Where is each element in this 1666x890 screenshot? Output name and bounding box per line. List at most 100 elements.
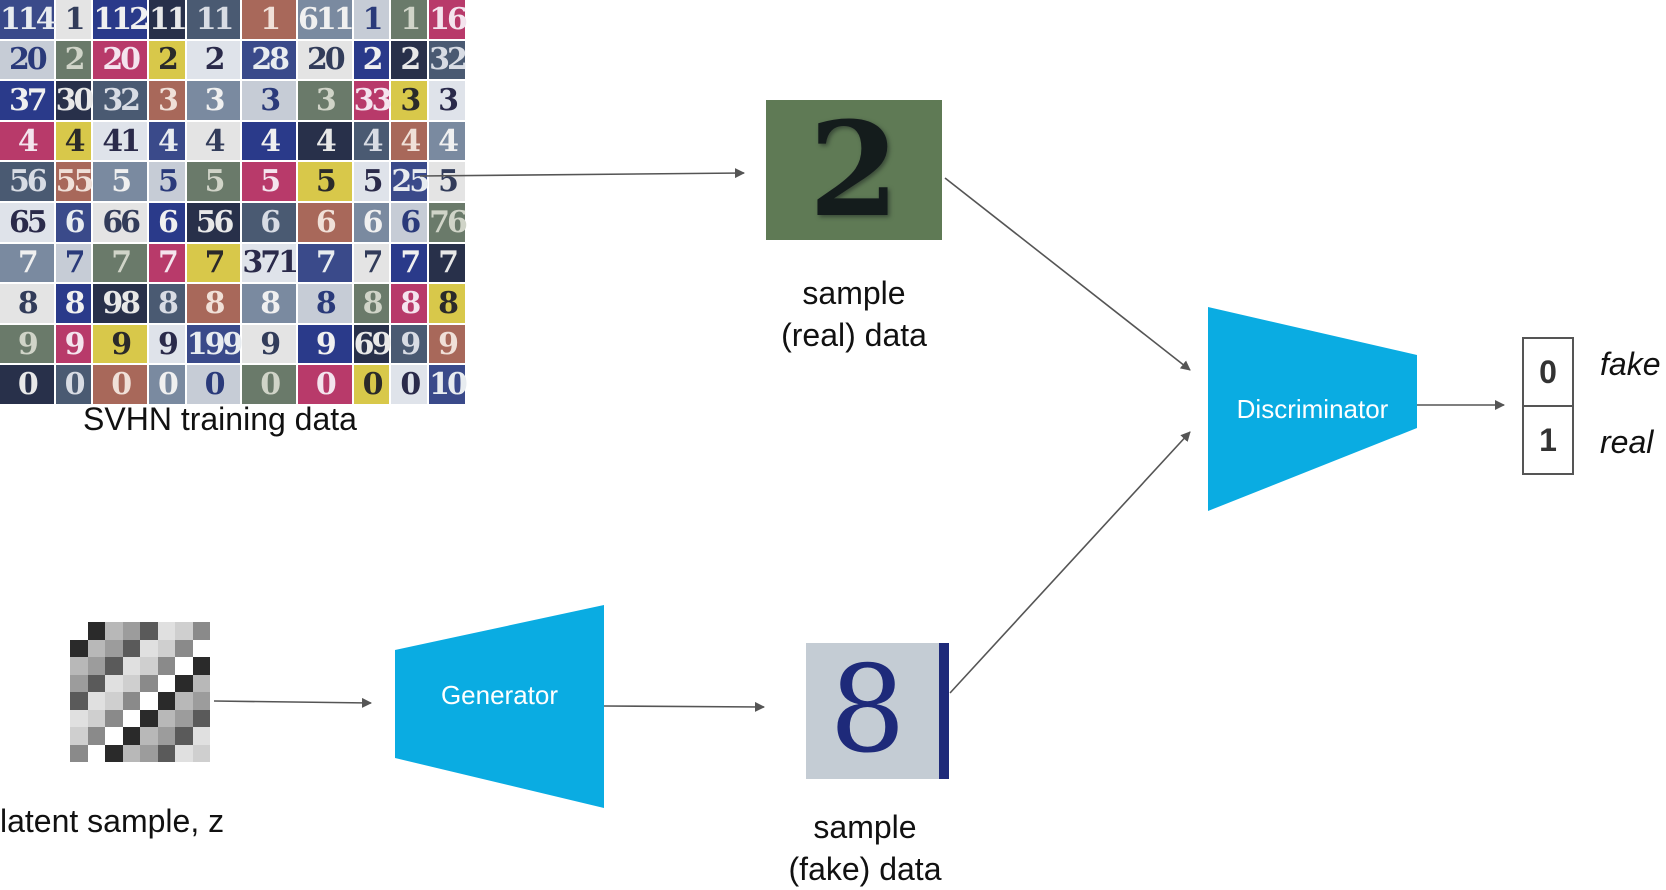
svhn-tile: 7 xyxy=(149,243,185,283)
svhn-tile: 2 xyxy=(186,40,241,80)
latent-pixel xyxy=(87,622,105,640)
latent-pixel xyxy=(192,657,210,675)
svhn-tile: 9 xyxy=(93,324,147,364)
svhn-tile: 37 xyxy=(0,81,54,120)
latent-pixel xyxy=(140,709,158,727)
svhn-tile: 9 xyxy=(55,324,92,364)
latent-pixel xyxy=(175,727,193,745)
latent-pixel xyxy=(157,709,175,727)
latent-pixel xyxy=(192,727,210,745)
discriminator-block xyxy=(1208,307,1417,511)
latent-pixel xyxy=(175,709,193,727)
latent-pixel xyxy=(140,692,158,710)
svhn-tile: 9 xyxy=(429,324,465,364)
latent-pixel xyxy=(70,709,88,727)
svhn-tile: 8 xyxy=(298,284,352,323)
svhn-tile: 7 xyxy=(391,243,428,283)
generator-block xyxy=(395,605,604,808)
svhn-tile: 20 xyxy=(298,40,352,80)
svhn-tile: 6 xyxy=(55,202,92,242)
latent-pixel xyxy=(192,709,210,727)
fake-sample-image: 8 xyxy=(806,643,949,779)
svhn-tile: 6 xyxy=(149,202,185,242)
svhn-tile: 28 xyxy=(242,40,296,80)
latent-pixel xyxy=(70,744,88,762)
svhn-tile: 114 xyxy=(0,0,57,39)
output-box-fake: 0 xyxy=(1522,337,1574,407)
latent-pixel xyxy=(70,622,88,640)
svhn-tile: 0 xyxy=(0,365,54,404)
latent-pixel xyxy=(157,657,175,675)
svhn-tile: 4 xyxy=(391,121,428,161)
svhn-tile: 3 xyxy=(242,81,296,120)
real-sample-image: 2 xyxy=(766,100,942,240)
latent-pixel xyxy=(70,692,88,710)
generator-label: Generator xyxy=(440,680,559,710)
fake-sample-label-line2: (fake) data xyxy=(788,851,942,887)
svhn-tile: 0 xyxy=(242,365,296,404)
svhn-tile: 6 xyxy=(298,202,352,242)
latent-pixel xyxy=(105,622,123,640)
svhn-tile: 0 xyxy=(149,365,185,404)
latent-pixel xyxy=(70,674,88,692)
svhn-tile: 56 xyxy=(186,202,241,242)
output-label-fake: fake xyxy=(1600,346,1661,382)
latent-pixel xyxy=(157,639,175,657)
svhn-tile: 9 xyxy=(242,324,296,364)
latent-pixel xyxy=(122,709,140,727)
latent-pixel xyxy=(175,639,193,657)
svhn-tile: 7 xyxy=(353,243,390,283)
svhn-tile: 9 xyxy=(0,324,54,364)
svhn-tile: 0 xyxy=(186,365,241,404)
svhn-tile: 371 xyxy=(242,243,299,283)
svhn-tile: 32 xyxy=(93,81,147,120)
svhn-tile: 9 xyxy=(149,324,185,364)
svhn-tile: 4 xyxy=(149,121,185,161)
latent-pixel xyxy=(105,674,123,692)
latent-pixel xyxy=(87,709,105,727)
svhn-tile: 4 xyxy=(429,121,465,161)
latent-pixel xyxy=(192,622,210,640)
svhn-tile: 20 xyxy=(93,40,147,80)
svhn-tile: 2 xyxy=(353,40,390,80)
latent-pixel xyxy=(70,727,88,745)
svhn-tile: 8 xyxy=(55,284,92,323)
svhn-tile: 5 xyxy=(429,162,465,201)
latent-pixel xyxy=(192,674,210,692)
svhn-tile: 7 xyxy=(0,243,54,283)
latent-pixel xyxy=(140,622,158,640)
svhn-tile: 2 xyxy=(55,40,92,80)
fake-sample-edge xyxy=(939,643,949,779)
svhn-tile: 16 xyxy=(429,0,468,39)
latent-pixel xyxy=(122,727,140,745)
svhn-tile: 4 xyxy=(353,121,390,161)
svhn-tile: 112 xyxy=(93,0,150,39)
svhn-tile: 8 xyxy=(391,284,428,323)
svhn-tile: 98 xyxy=(93,284,147,323)
latent-pixel xyxy=(87,657,105,675)
latent-pixel xyxy=(175,674,193,692)
svhn-tile: 9 xyxy=(391,324,428,364)
real-sample-label-line1: sample xyxy=(802,275,906,311)
fake-sample-label: sample (fake) data xyxy=(765,806,965,890)
svhn-tile: 5 xyxy=(186,162,241,201)
latent-pixel xyxy=(87,692,105,710)
svhn-tile: 199 xyxy=(186,324,243,364)
latent-pixel xyxy=(87,727,105,745)
latent-pixel xyxy=(87,674,105,692)
svhn-tile: 5 xyxy=(353,162,390,201)
svhn-tile: 8 xyxy=(353,284,390,323)
svhn-tile: 5 xyxy=(93,162,147,201)
svhn-tile: 5 xyxy=(298,162,352,201)
real-sample-digit: 2 xyxy=(808,93,900,246)
svhn-tile: 11 xyxy=(186,0,241,39)
arrow-training-to-real xyxy=(419,168,745,179)
svhn-tile: 7 xyxy=(93,243,147,283)
svhn-tile: 33 xyxy=(353,81,392,120)
svhn-tile: 0 xyxy=(93,365,147,404)
svhn-tile: 1 xyxy=(391,0,428,39)
svhn-tile: 6 xyxy=(391,202,428,242)
svhn-tile: 69 xyxy=(353,324,392,364)
